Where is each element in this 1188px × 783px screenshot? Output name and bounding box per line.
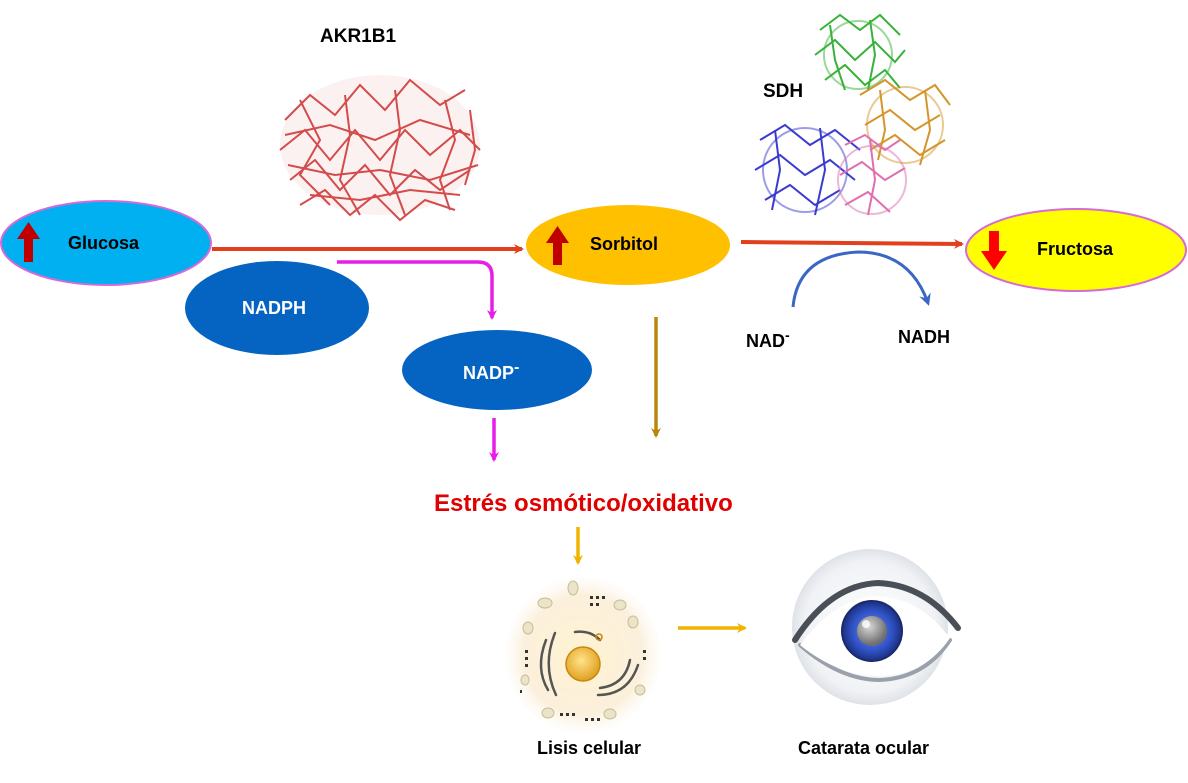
nadp-text: NADP (463, 363, 515, 383)
nadp-label: NADP- (463, 359, 519, 384)
cell-lysis-image (505, 577, 661, 733)
nadp-superscript: - (514, 359, 520, 376)
nadh-label: NADH (898, 327, 950, 347)
cataract-label: Catarata ocular (798, 738, 930, 758)
decrease-arrow-icon (981, 231, 1007, 270)
fructosa-label: Fructosa (1037, 239, 1114, 259)
fructosa-node (965, 208, 1187, 292)
sorbitol-to-fructosa-arrow (740, 238, 964, 249)
sorbitol-label: Sorbitol (590, 234, 658, 254)
increase-arrow-icon (546, 226, 569, 265)
akr1b1-protein-image (279, 75, 481, 222)
cataract-eye-image (792, 549, 961, 705)
glucosa-node (0, 200, 212, 286)
akr1b1-label: AKR1B1 (320, 26, 397, 47)
lysis-label: Lisis celular (537, 738, 642, 758)
nad-label: NAD- (746, 327, 790, 352)
sorbitol-node (526, 205, 730, 285)
nadp-node (402, 330, 592, 410)
nad-text: NAD (746, 331, 785, 351)
nadph-label: NADPH (242, 298, 307, 318)
nadph-to-nadp-arrow (337, 260, 497, 320)
stress-label: Estrés osmótico/oxidativo (434, 490, 733, 517)
nadph-node (185, 261, 369, 355)
sdh-protein-image (754, 13, 951, 216)
sdh-label: SDH (763, 81, 804, 102)
glucosa-label: Glucosa (68, 233, 140, 253)
increase-arrow-icon (17, 222, 40, 262)
nad-superscript: - (785, 327, 790, 343)
nad-to-nadh-arrow (791, 250, 931, 308)
